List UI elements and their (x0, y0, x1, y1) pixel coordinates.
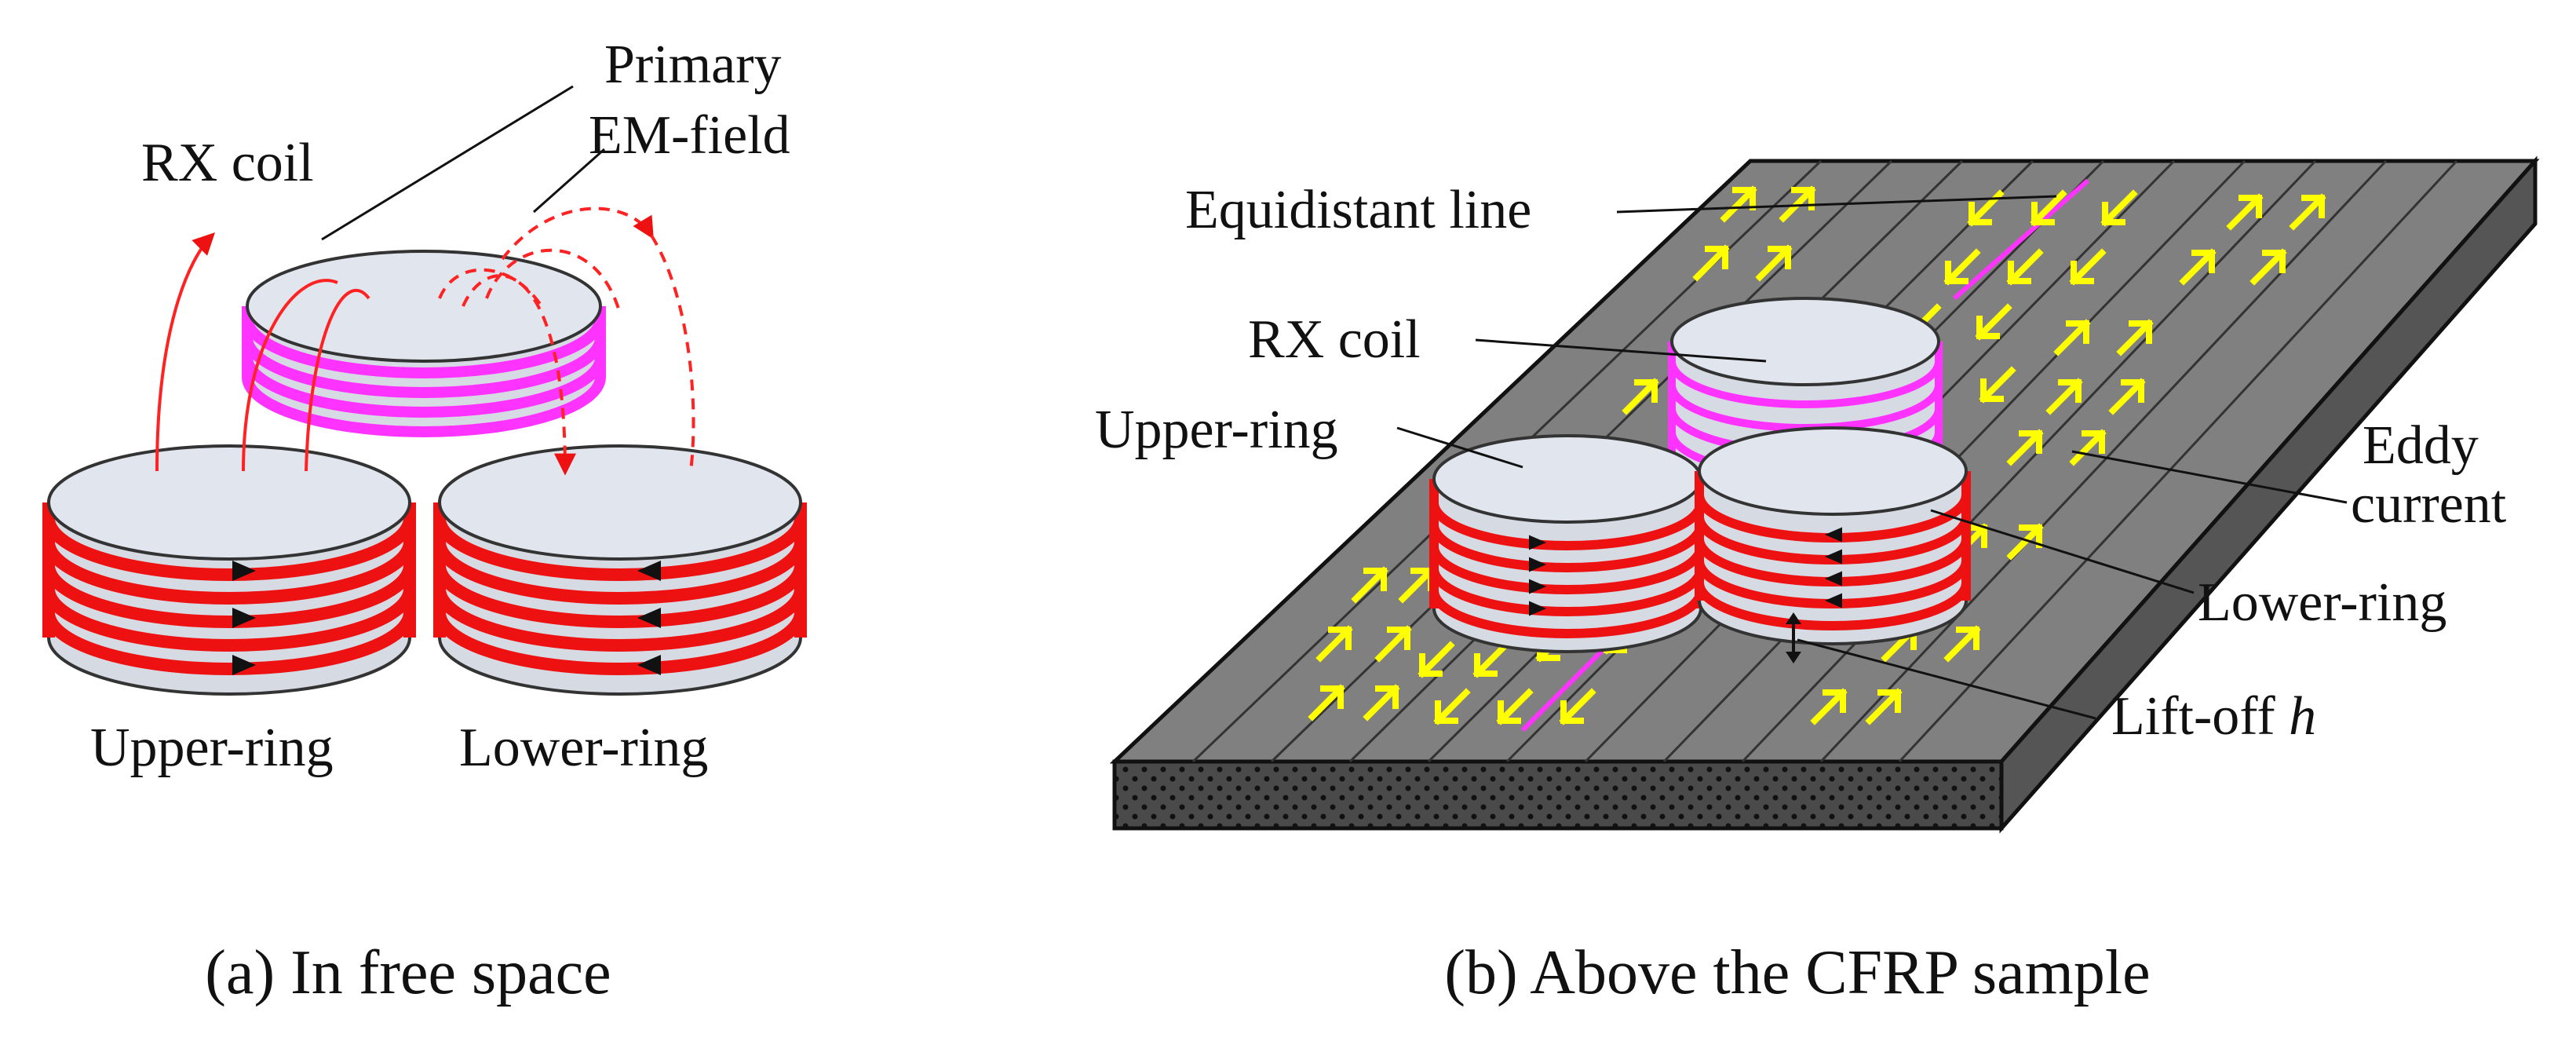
eddy-arrow (1472, 641, 1510, 678)
eddy-arrow (2006, 248, 2044, 286)
rx-coil-a (242, 250, 606, 437)
eddy-arrow (1418, 641, 1455, 678)
caption-a: (a) In free space (205, 938, 611, 1007)
eddy-arrow (2100, 189, 2138, 227)
eddy-arrow (1975, 303, 2012, 341)
primary-field-lines (155, 206, 695, 476)
upper-ring-coil-b (1429, 434, 1706, 653)
label-primary-line2: EM-field (589, 105, 790, 166)
eddy-arrow (1622, 378, 1659, 415)
eddy-arrow (1810, 688, 1848, 725)
eddy-arrow (2006, 429, 2044, 466)
eddy-arrow (1315, 625, 1353, 663)
caption-b: (b) Above the CFRP sample (1444, 938, 2150, 1007)
eddy-arrow (1363, 684, 1400, 722)
eddy-arrow (1943, 248, 1981, 286)
eddy-arrow (1496, 688, 1534, 725)
eddy-arrow (2179, 248, 2217, 286)
leader-lines-b (1396, 195, 2348, 720)
leader-primary-field (533, 148, 605, 214)
eddy-arrow (2289, 193, 2326, 231)
eddy-arrow (1374, 625, 1412, 663)
label-rx-coil-b: RX coil (1248, 309, 1421, 370)
lower-ring-coil-a (433, 444, 807, 696)
eddy-arrow (1979, 366, 2016, 404)
label-rx-coil-a: RX coil (141, 133, 314, 193)
eddy-arrow (2069, 429, 2107, 466)
eddy-arrow (1779, 185, 1816, 223)
eddy-arrow (2116, 319, 2154, 356)
eddy-arrow (2069, 248, 2107, 286)
label-liftoff: Lift-off h (2111, 686, 2316, 747)
label-eddy-line1: Eddy (2363, 415, 2479, 476)
label-eddy-line2: current (2351, 474, 2507, 535)
eddy-arrow (2249, 248, 2287, 286)
eddy-arrow (2030, 189, 2067, 227)
equidistant-line (1520, 178, 2089, 733)
label-upper-ring-a: Upper-ring (90, 718, 334, 778)
label-upper-ring-b: Upper-ring (1095, 400, 1338, 460)
eddy-arrow (1692, 244, 1730, 282)
eddy-arrow (1943, 625, 1981, 663)
eddy-arrow (1308, 684, 1345, 722)
eddy-arrow (2045, 378, 2083, 415)
label-primary-line1: Primary (604, 35, 782, 95)
eddy-arrow (1433, 688, 1471, 725)
eddy-arrow (2108, 378, 2146, 415)
upper-ring-coil-a (42, 444, 416, 696)
label-lower-ring-b: Lower-ring (2198, 572, 2446, 633)
label-equidistant-line: Equidistant line (1185, 180, 1531, 240)
liftoff-symbol: h (2289, 686, 2316, 747)
label-lower-ring-a: Lower-ring (459, 718, 708, 778)
panel-b: Equidistant line RX coil Upper-ring Eddy… (1095, 155, 2540, 1007)
eddy-arrow (2226, 193, 2264, 231)
eddy-arrow (2006, 523, 2044, 561)
eddy-arrow (1351, 566, 1388, 604)
eddy-arrow (1559, 688, 1596, 725)
liftoff-indicator (1786, 612, 1801, 663)
panel-a: RX coil Primary EM-field Upper-ring Lowe… (42, 35, 807, 1007)
leader-rx-coil-a (321, 85, 574, 241)
eddy-arrow (2053, 319, 2091, 356)
eddy-arrow (1720, 185, 1757, 223)
eddy-arrow (1865, 688, 1903, 725)
eddy-arrow (1755, 244, 1793, 282)
lower-ring-coil-b (1695, 426, 1971, 645)
